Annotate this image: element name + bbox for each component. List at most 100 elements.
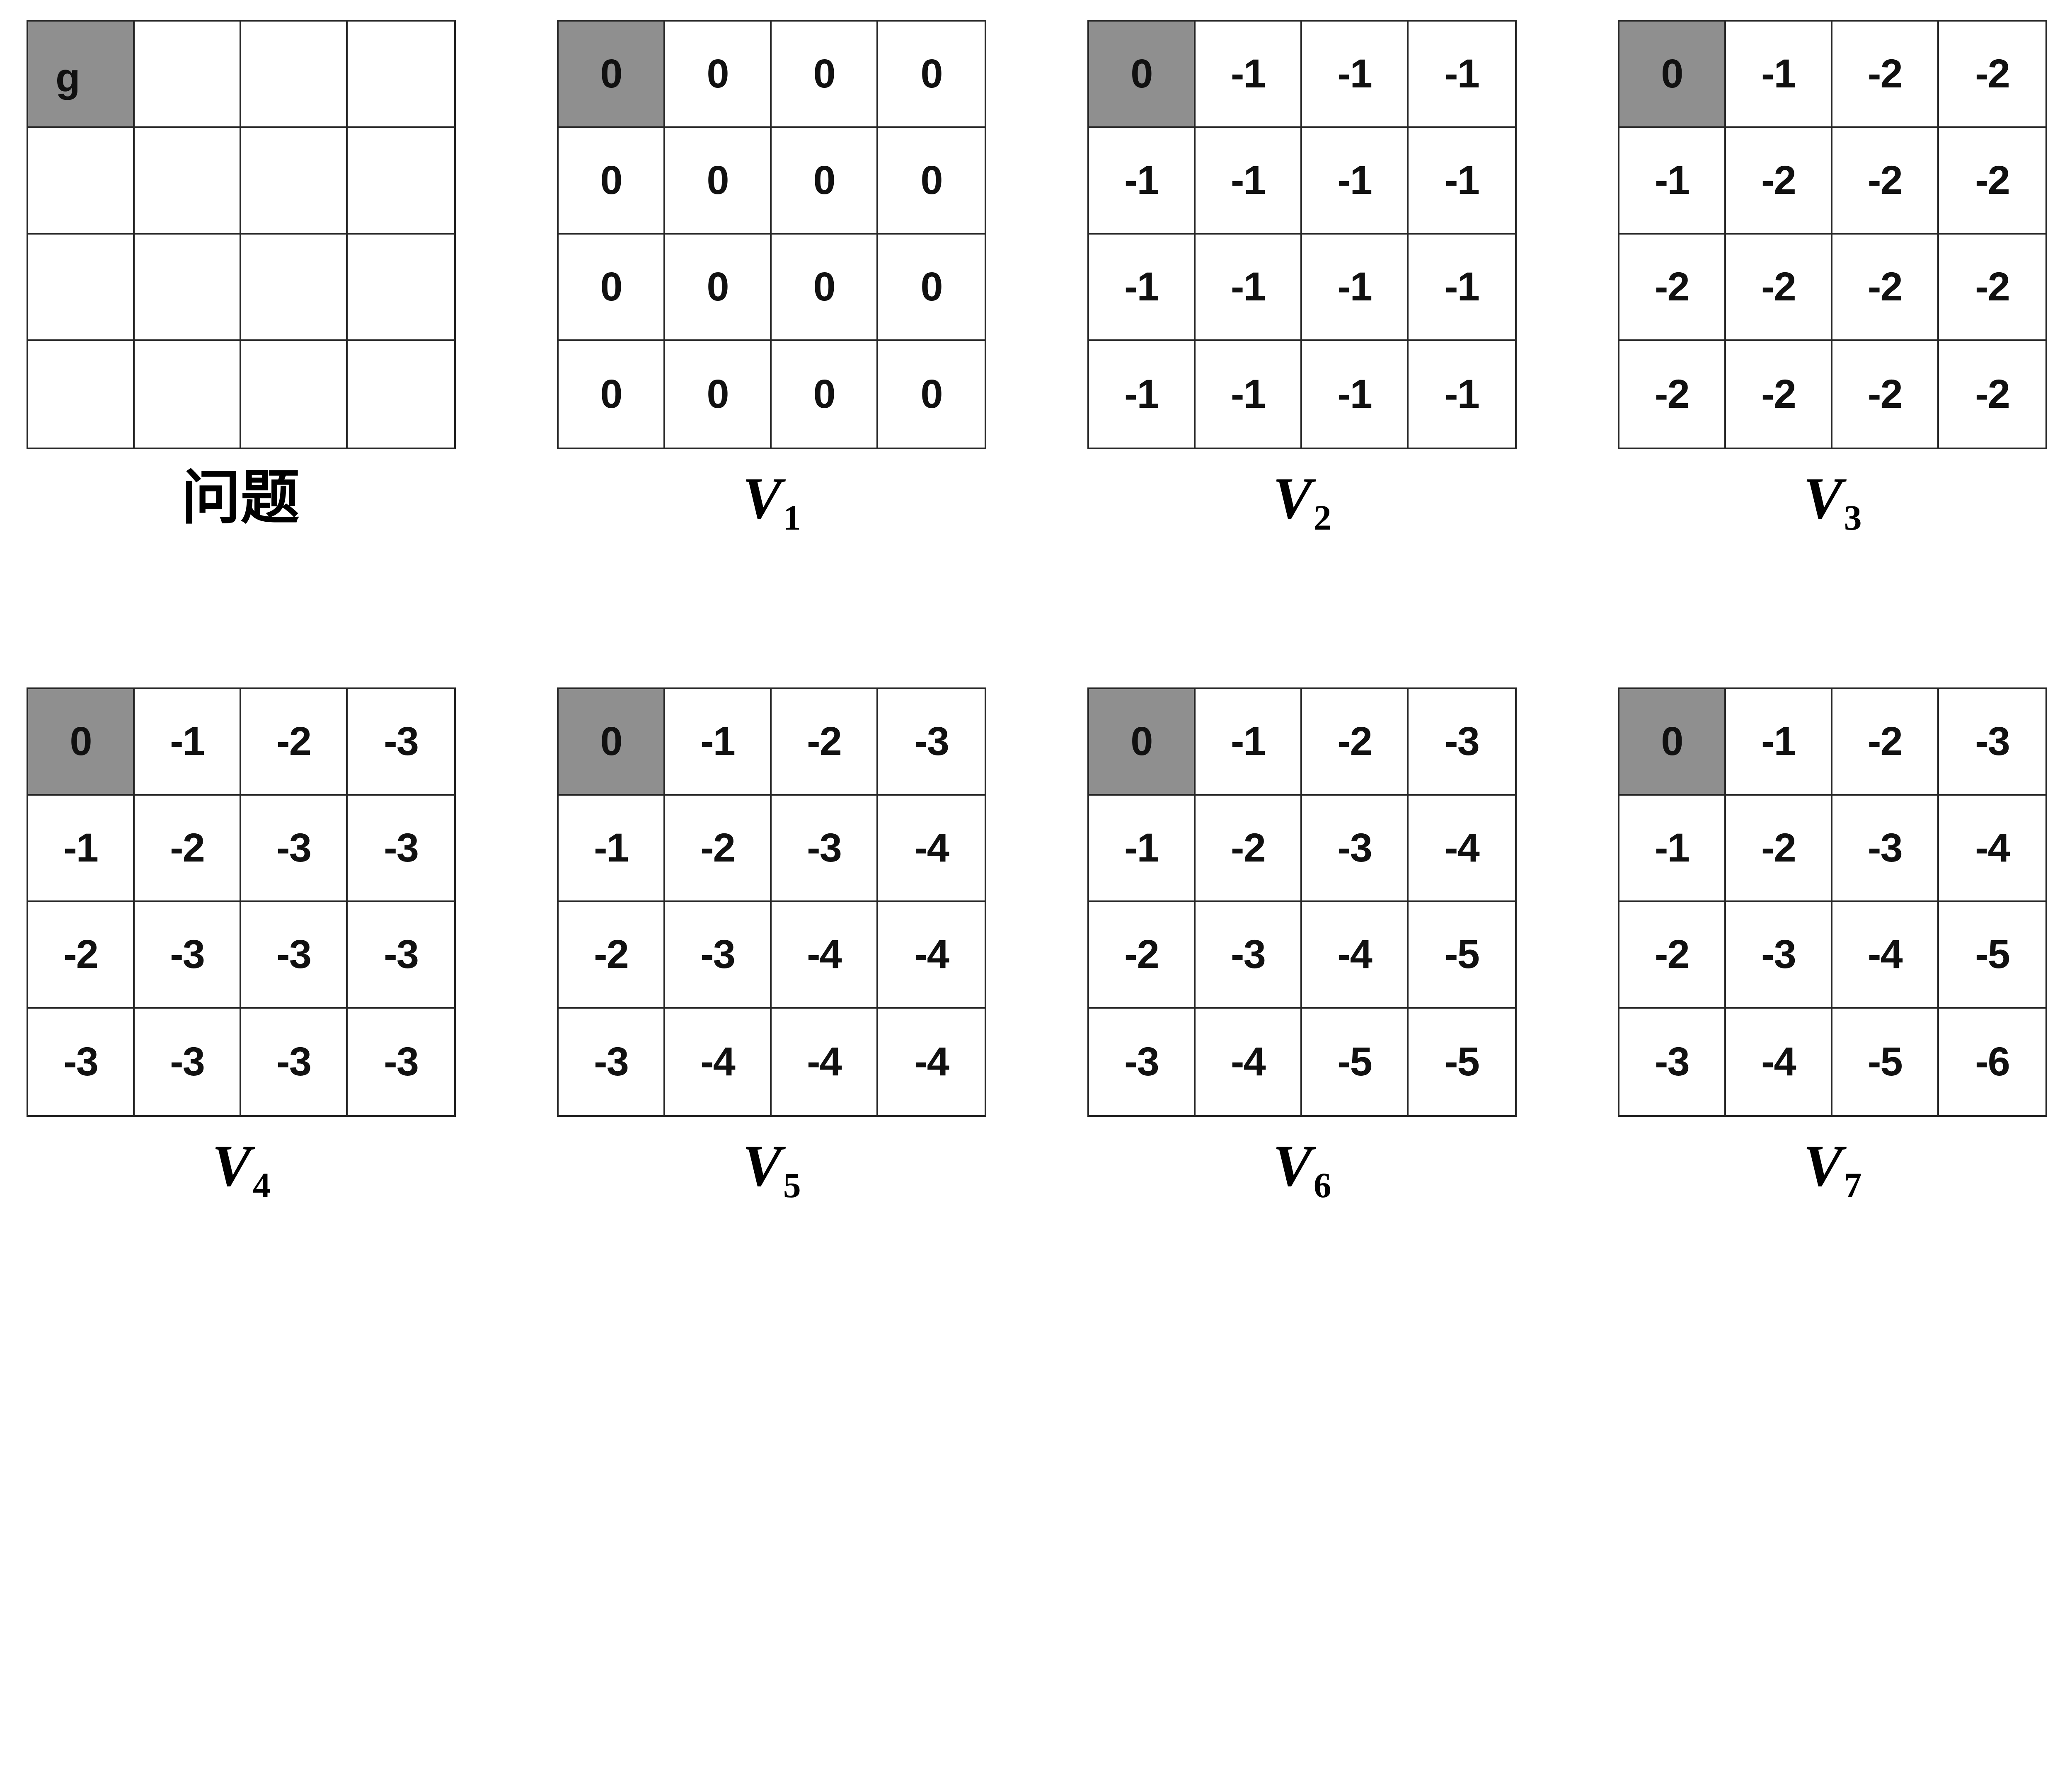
grid-cell: -3 (135, 902, 242, 1009)
cell-value: -1 (63, 825, 99, 871)
grid-cell (135, 128, 242, 235)
cell-value: -3 (1975, 719, 2010, 764)
cell-value: -3 (1654, 1039, 1690, 1084)
grid-cell: -2 (1302, 689, 1409, 796)
panel-caption: 问题 (182, 469, 301, 536)
cell-value: 0 (813, 157, 835, 203)
goal-cell: 0 (1089, 689, 1196, 796)
cell-value: -1 (1231, 157, 1266, 203)
grid-cell: -2 (1726, 341, 1832, 448)
caption-subscript: 5 (783, 1166, 801, 1205)
goal-cell: 0 (1619, 21, 1726, 128)
grid-cell: -4 (878, 795, 985, 902)
panel-caption: V7 (1803, 1136, 1861, 1203)
cell-value: -1 (1654, 825, 1690, 871)
cell-value: -2 (1654, 371, 1690, 417)
grid-panel: g 问题 (27, 19, 456, 536)
grid-cell: -2 (558, 902, 665, 1009)
grid-cell: -1 (1619, 128, 1726, 235)
caption-subscript: 6 (1313, 1166, 1331, 1205)
cell-value: -2 (63, 932, 99, 977)
grid-cell: -5 (1409, 1008, 1515, 1115)
cell-value: 0 (920, 157, 943, 203)
grid-cell: -1 (1302, 21, 1409, 128)
cell-value: -4 (700, 1039, 736, 1084)
cell-value: -3 (384, 825, 419, 871)
cell-value: -3 (384, 719, 419, 764)
caption-symbol: V (212, 1133, 252, 1199)
grid-cell: -1 (1409, 128, 1515, 235)
cell-value: 0 (920, 264, 943, 310)
grid-cell: -2 (1089, 902, 1196, 1009)
grid-cell: -3 (28, 1008, 135, 1115)
cell-value: 0 (1130, 51, 1153, 97)
panel-caption: V4 (212, 1136, 270, 1203)
grid-cell: -3 (1939, 689, 2045, 796)
grid-cell: -3 (1089, 1008, 1196, 1115)
cell-value: -1 (700, 719, 736, 764)
grid-cell: -2 (665, 795, 772, 902)
caption-symbol: V (1803, 465, 1843, 531)
panel-caption: V6 (1273, 1136, 1331, 1203)
caption-subscript: 1 (783, 498, 801, 537)
grid-cell: -4 (772, 902, 879, 1009)
grid-cell: -1 (1726, 689, 1832, 796)
grid-cell: -3 (348, 902, 455, 1009)
cell-value: -3 (276, 825, 312, 871)
gridworld-4x4: 0-1-1-1-1-1-1-1-1-1-1-1-1-1-1-1 (1087, 19, 1517, 449)
grid-cell: -2 (1939, 128, 2045, 235)
cell-value: -3 (914, 719, 949, 764)
cell-value: -1 (1761, 51, 1796, 97)
grid-cell: -1 (1409, 21, 1515, 128)
grid-cell: -1 (1302, 128, 1409, 235)
cell-value: -1 (1231, 719, 1266, 764)
grid-cell: 0 (772, 21, 879, 128)
grid-cell: -3 (1726, 902, 1832, 1009)
cell-value: -1 (1124, 264, 1159, 310)
grid-cell: -2 (772, 689, 879, 796)
grid-cell: -4 (1726, 1008, 1832, 1115)
cell-value: -3 (384, 1039, 419, 1084)
grid-cell (28, 234, 135, 341)
cell-value: 0 (813, 371, 835, 417)
cell-value: -1 (1445, 157, 1480, 203)
grid-cell: -1 (1195, 128, 1302, 235)
cell-value: -3 (276, 932, 312, 977)
cell-value: -3 (384, 932, 419, 977)
grid-cell: -4 (1832, 902, 1939, 1009)
grid-cell: -1 (1195, 21, 1302, 128)
goal-cell: 0 (558, 689, 665, 796)
cell-value: -2 (170, 825, 205, 871)
grid-cell: -5 (1409, 902, 1515, 1009)
cell-value: -6 (1975, 1039, 2010, 1084)
cell-value: -2 (594, 932, 629, 977)
grid-cell: -1 (1726, 21, 1832, 128)
grid-cell (135, 234, 242, 341)
grid-cell: -1 (135, 689, 242, 796)
grid-cell (348, 21, 455, 128)
grid-cell: -3 (1302, 795, 1409, 902)
grid-cell (135, 341, 242, 448)
grid-cell: -5 (1939, 902, 2045, 1009)
goal-cell: g (28, 21, 135, 128)
panel-caption: V3 (1803, 469, 1861, 536)
cell-value: 0 (707, 264, 729, 310)
grid-cell: -2 (1832, 128, 1939, 235)
grid-cell: -4 (1409, 795, 1515, 902)
caption-symbol: V (1273, 465, 1312, 531)
cell-value: -1 (1124, 157, 1159, 203)
cell-value: -2 (1761, 371, 1796, 417)
grid-cell: 0 (558, 234, 665, 341)
grid-cell: -2 (1726, 234, 1832, 341)
grid-cell: -3 (772, 795, 879, 902)
grid-cell: -3 (1832, 795, 1939, 902)
grid-cell (348, 341, 455, 448)
cell-value: 0 (1661, 719, 1683, 764)
grid-cell: -1 (1089, 795, 1196, 902)
grid-cell: -2 (1832, 341, 1939, 448)
